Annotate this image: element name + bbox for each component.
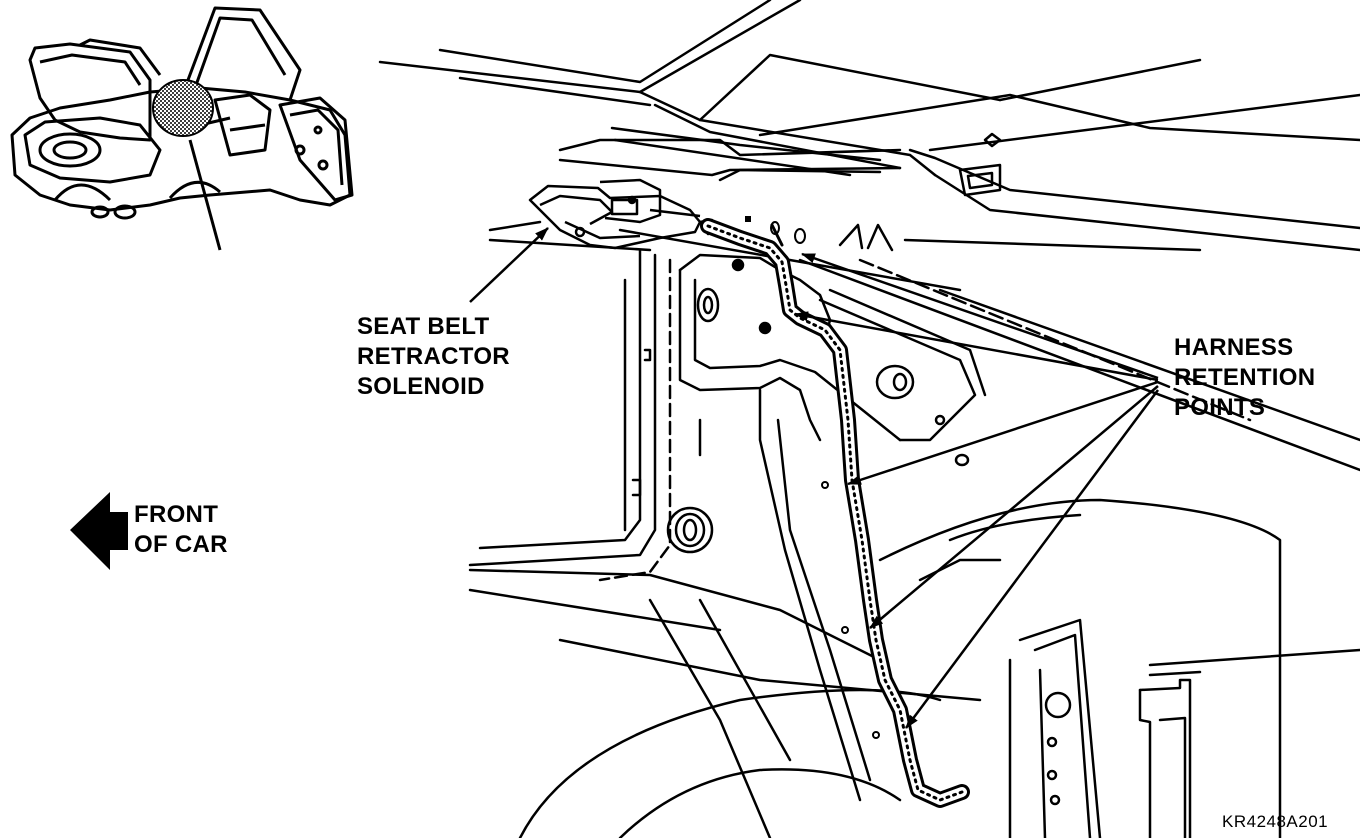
harness-arrow-2 [794,311,1159,382]
highlighted-area [152,79,214,137]
solenoid-label-line-3: SOLENOID [357,373,485,400]
solenoid-label-line-1: SEAT BELT [357,313,490,340]
solenoid-label-line-2: RETRACTOR [357,343,510,370]
wiring-harness [700,216,970,808]
left-arrow-icon [70,492,128,570]
seat-belt-retractor-solenoid [528,178,724,250]
callout-arrows [469,227,1160,729]
harness-label-line-3: POINTS [1174,394,1266,421]
front-of-car-label: FRONT OF CAR [134,500,228,560]
solenoid-arrow [469,227,549,303]
harness-arrow-3 [847,380,1159,486]
figure-code: KR4248A201 [1222,812,1329,831]
vehicle-interior-panels [378,0,1360,838]
harness-label: HARNESS RETENTION POINTS [1174,333,1315,423]
front-label-line-1: FRONT [134,501,219,528]
harness-arrow-4 [869,385,1159,629]
inset-pointer-line [188,139,222,251]
harness-arrow-5 [904,389,1160,729]
front-label-line-2: OF CAR [134,531,228,558]
solenoid-label: SEAT BELT RETRACTOR SOLENOID [357,312,510,402]
car-locator-icon [10,6,354,220]
harness-label-line-2: RETENTION [1174,364,1316,391]
harness-arrow-1 [801,252,1159,380]
harness-label-line-1: HARNESS [1174,334,1294,361]
